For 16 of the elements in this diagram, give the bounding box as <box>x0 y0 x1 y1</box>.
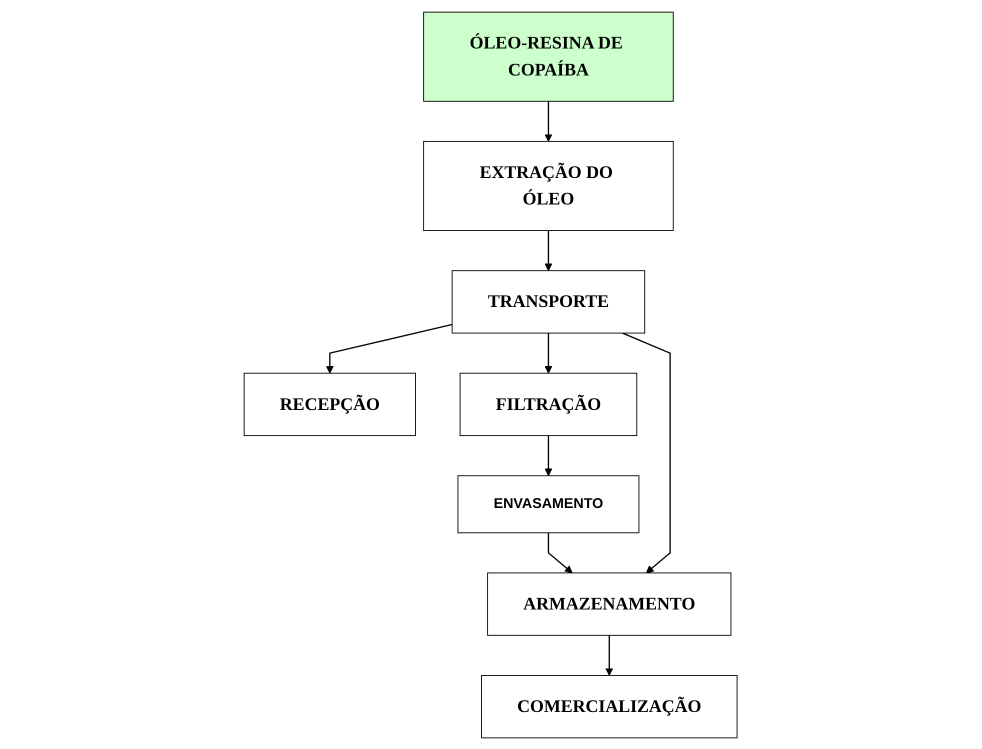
node-box: ENVASAMENTO <box>458 474 640 533</box>
node-box: ÓLEO-RESINA DE COPAÍBA <box>424 11 674 102</box>
arrow <box>544 100 553 142</box>
arrow <box>548 532 573 573</box>
node-box: COMERCIALIZAÇÃO <box>481 674 738 738</box>
node-box: TRANSPORTE <box>452 270 646 334</box>
node-box: EXTRAÇÃO DO ÓLEO <box>424 140 674 230</box>
node-box: FILTRAÇÃO <box>460 372 638 436</box>
node-box: RECEPÇÃO <box>244 372 416 436</box>
arrow <box>544 435 553 476</box>
arrow <box>544 230 553 271</box>
arrow <box>544 332 553 374</box>
arrow <box>606 634 614 676</box>
node-box: ARMAZENAMENTO <box>488 572 732 636</box>
arrow <box>622 332 672 573</box>
arrow <box>326 323 453 374</box>
